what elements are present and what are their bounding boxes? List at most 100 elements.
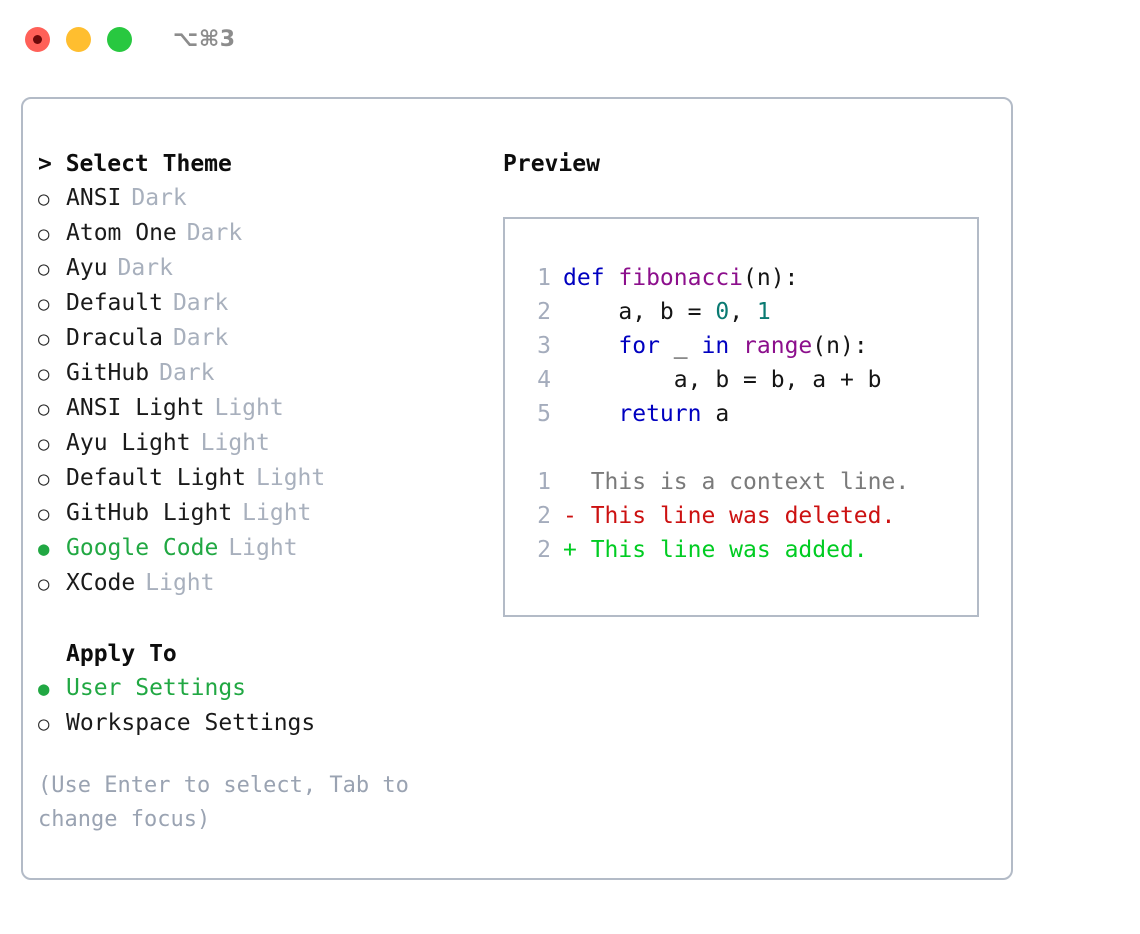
close-recording-button[interactable]	[25, 26, 50, 52]
theme-name-label: Default	[66, 290, 163, 316]
radio-unselected-icon[interactable]: ○	[38, 398, 50, 420]
apply-to-option-workspace-settings[interactable]: ○Workspace Settings	[38, 706, 498, 741]
theme-name-label: Ayu	[66, 255, 108, 281]
code-token-plain: a, b =	[563, 299, 716, 325]
code-line: 2 a, b = 0, 1	[515, 295, 977, 329]
line-number: 5	[537, 401, 551, 427]
theme-name-label: Atom One	[66, 220, 177, 246]
diff-line-ctx: 1 This is a context line.	[515, 465, 977, 499]
line-number: 3	[537, 333, 551, 359]
line-number: 2	[537, 299, 551, 325]
code-line-text: return a	[563, 397, 729, 431]
minimize-button[interactable]	[66, 26, 91, 52]
code-line: 3 for _ in range(n):	[515, 329, 977, 363]
record-indicator-icon	[33, 34, 42, 44]
code-line-text: def fibonacci(n):	[563, 261, 798, 295]
theme-option-xcode[interactable]: ○ XCode Light	[38, 566, 498, 601]
radio-unselected-icon[interactable]: ○	[38, 258, 50, 280]
theme-name-label: Google Code	[66, 535, 219, 561]
code-token-plain: _	[659, 333, 702, 359]
theme-variant-badge: Light	[214, 395, 284, 421]
code-line: 5 return a	[515, 397, 977, 431]
traffic-light-buttons	[25, 26, 132, 52]
diff-marker	[563, 469, 591, 495]
code-token-plain: (n):	[743, 265, 799, 291]
theme-option-default-light[interactable]: ○ Default Light Light	[38, 461, 498, 496]
preview-header: Preview	[503, 151, 600, 177]
theme-name-label: ANSI Light	[66, 395, 205, 421]
apply-to-header: Apply To	[66, 641, 177, 667]
apply-to-label: User Settings	[66, 675, 247, 701]
theme-option-atom-one[interactable]: ○ Atom One Dark	[38, 216, 498, 251]
maximize-button[interactable]	[107, 26, 132, 52]
theme-variant-badge: Dark	[172, 290, 229, 316]
line-number: 1	[537, 265, 551, 291]
line-number: 4	[537, 367, 551, 393]
radio-unselected-icon[interactable]: ○	[38, 363, 50, 385]
radio-unselected-icon[interactable]: ○	[38, 713, 50, 735]
code-token-plain: a	[701, 401, 730, 427]
code-token-fn: range	[743, 333, 813, 359]
apply-to-list: ● User Settings ○Workspace Settings	[38, 671, 498, 741]
diff-line-text: - This line was deleted.	[563, 499, 895, 533]
theme-option-default[interactable]: ○ Default Dark	[38, 286, 498, 321]
radio-selected-icon[interactable]: ●	[38, 678, 50, 700]
code-token-plain: ,	[729, 299, 757, 325]
code-token-kw: in	[701, 333, 730, 359]
code-token-num: 1	[756, 299, 771, 325]
diff-marker: +	[563, 537, 591, 563]
theme-variant-badge: Light	[242, 500, 312, 526]
radio-unselected-icon[interactable]: ○	[38, 433, 50, 455]
radio-unselected-icon[interactable]: ○	[38, 328, 50, 350]
diff-marker: -	[563, 503, 591, 529]
radio-unselected-icon[interactable]: ○	[38, 503, 50, 525]
radio-unselected-icon[interactable]: ○	[38, 573, 50, 595]
radio-selected-icon[interactable]: ●	[38, 538, 50, 560]
code-token-plain: a, b = b, a + b	[563, 367, 882, 393]
theme-variant-badge: Dark	[159, 360, 215, 386]
code-token-kw: for	[618, 333, 660, 359]
theme-name-label: GitHub	[66, 360, 150, 386]
theme-variant-badge: Light	[256, 465, 326, 491]
theme-name-label: ANSI	[66, 185, 122, 211]
code-line: 1 def fibonacci(n):	[515, 261, 977, 295]
theme-name-label: Ayu Light	[66, 430, 191, 456]
theme-option-ansi-light[interactable]: ○ ANSI Light Light	[38, 391, 498, 426]
code-diff-separator	[515, 431, 977, 465]
theme-option-ayu-light[interactable]: ○ Ayu Light Light	[38, 426, 498, 461]
diff-line-add: 2+ This line was added.	[515, 533, 977, 567]
theme-variant-badge: Dark	[172, 325, 229, 351]
theme-variant-badge: Light	[228, 535, 298, 561]
code-token-plain	[563, 401, 618, 427]
theme-variant-badge: Light	[200, 430, 270, 456]
code-token-kw: return	[618, 401, 702, 427]
diff-text: This line was added.	[590, 537, 868, 563]
theme-variant-badge: Light	[145, 570, 215, 596]
radio-unselected-icon[interactable]: ○	[38, 468, 50, 490]
theme-name-label: XCode	[66, 570, 136, 596]
code-line-text: for _ in range(n):	[563, 329, 868, 363]
apply-to-option-user-settings[interactable]: ● User Settings	[38, 671, 498, 706]
keyboard-shortcut-label: ⌥⌘3	[173, 26, 236, 52]
theme-variant-badge: Dark	[186, 220, 243, 246]
theme-option-github[interactable]: ○ GitHub Dark	[38, 356, 498, 391]
radio-unselected-icon[interactable]: ○	[38, 188, 50, 210]
code-line-text: a, b = 0, 1	[563, 295, 771, 329]
radio-unselected-icon[interactable]: ○	[38, 223, 50, 245]
theme-option-google-code[interactable]: ● Google Code Light	[38, 531, 498, 566]
theme-name-label: Default Light	[66, 465, 247, 491]
radio-unselected-icon[interactable]: ○	[38, 293, 50, 315]
code-token-num: 0	[715, 299, 730, 325]
code-token-plain: (n):	[812, 333, 868, 359]
diff-sample: 1 This is a context line.2- This line wa…	[515, 465, 977, 567]
